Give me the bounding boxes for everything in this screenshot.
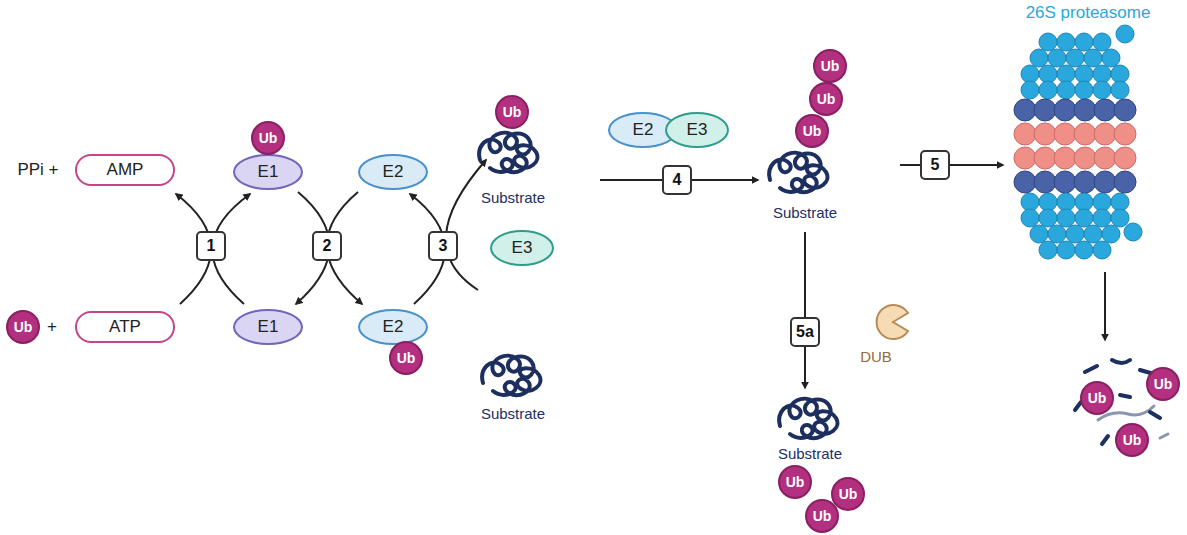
substrate-protein xyxy=(479,133,537,172)
node-text: Ub xyxy=(803,123,822,139)
node-text: 5a xyxy=(796,323,814,341)
substrate-protein xyxy=(769,153,827,192)
callout-number: 1 xyxy=(196,231,226,261)
node-text: Ub xyxy=(259,130,278,146)
e3-ligase: E3 xyxy=(490,230,554,266)
callout-number: 5a xyxy=(790,317,820,347)
enzyme-label: DUB xyxy=(860,348,892,365)
node-text: 4 xyxy=(673,171,682,189)
reaction-arrow xyxy=(900,164,1003,166)
ubiquitin-circle: Ub xyxy=(805,499,839,533)
node-text: Ub xyxy=(786,474,805,490)
e2-enzyme: E2 xyxy=(358,309,428,345)
ubiquitin-circle: Ub xyxy=(795,114,829,148)
node-text: 2 xyxy=(323,237,332,255)
callout-number: 4 xyxy=(662,165,692,195)
node-text: 1 xyxy=(207,237,216,255)
node-text: Ub xyxy=(821,58,840,74)
substrate-protein xyxy=(482,356,540,395)
node-text: E3 xyxy=(512,238,533,258)
node-text: E2 xyxy=(383,317,404,337)
substrate-label: Substrate xyxy=(773,204,837,221)
ubiquitin-circle: Ub xyxy=(251,121,285,155)
e3-ligase: E3 xyxy=(665,112,729,148)
e2-enzyme: E2 xyxy=(358,154,428,190)
node-text: E2 xyxy=(383,162,404,182)
node-text: E2 xyxy=(633,120,654,140)
dub-enzyme xyxy=(877,305,908,339)
callout-number: 5 xyxy=(920,150,950,180)
node-text: E1 xyxy=(258,317,279,337)
nucleotide-pill: AMP xyxy=(75,154,175,186)
node-text: Ub xyxy=(14,319,33,335)
node-text: E1 xyxy=(258,162,279,182)
ubiquitin-circle: Ub xyxy=(389,341,423,375)
node-text: Ub xyxy=(1154,376,1173,392)
proteasome xyxy=(1014,25,1142,259)
ubiquitin-circle: Ub xyxy=(1080,381,1114,415)
ubiquitin-circle: Ub xyxy=(778,465,812,499)
ubiquitin-circle: Ub xyxy=(6,310,40,344)
substrate-protein xyxy=(779,399,837,438)
e1-enzyme: E1 xyxy=(233,154,303,190)
substrate-label: Substrate xyxy=(481,405,545,422)
proteasome-label: 26S proteasome xyxy=(1026,3,1151,23)
reaction-arrow xyxy=(446,160,486,290)
node-text: Ub xyxy=(817,91,836,107)
ubiquitin-circle: Ub xyxy=(813,49,847,83)
callout-number: 3 xyxy=(428,231,458,261)
node-text: Ub xyxy=(1088,390,1107,406)
node-text: AMP xyxy=(107,160,144,180)
node-text: E3 xyxy=(687,120,708,140)
ubiquitin-circle: Ub xyxy=(1146,367,1180,401)
node-text: Ub xyxy=(397,350,416,366)
node-text: Ub xyxy=(813,508,832,524)
e1-enzyme: E1 xyxy=(233,309,303,345)
reaction-label: PPi + xyxy=(17,160,58,180)
substrate-label: Substrate xyxy=(778,445,842,462)
ubiquitin-circle: Ub xyxy=(495,95,529,129)
ubiquitin-circle: Ub xyxy=(809,82,843,116)
node-text: Ub xyxy=(503,104,522,120)
node-text: Ub xyxy=(1123,432,1142,448)
nucleotide-pill: ATP xyxy=(75,311,175,343)
reaction-arrow xyxy=(804,232,806,388)
ubiquitin-circle: Ub xyxy=(1115,423,1149,457)
node-text: 5 xyxy=(931,156,940,174)
node-text: ATP xyxy=(109,317,141,337)
node-text: 3 xyxy=(439,237,448,255)
callout-number: 2 xyxy=(312,231,342,261)
reaction-label: + xyxy=(47,317,57,337)
node-text: Ub xyxy=(839,486,858,502)
substrate-label: Substrate xyxy=(481,189,545,206)
reaction-arrow xyxy=(1104,272,1106,340)
